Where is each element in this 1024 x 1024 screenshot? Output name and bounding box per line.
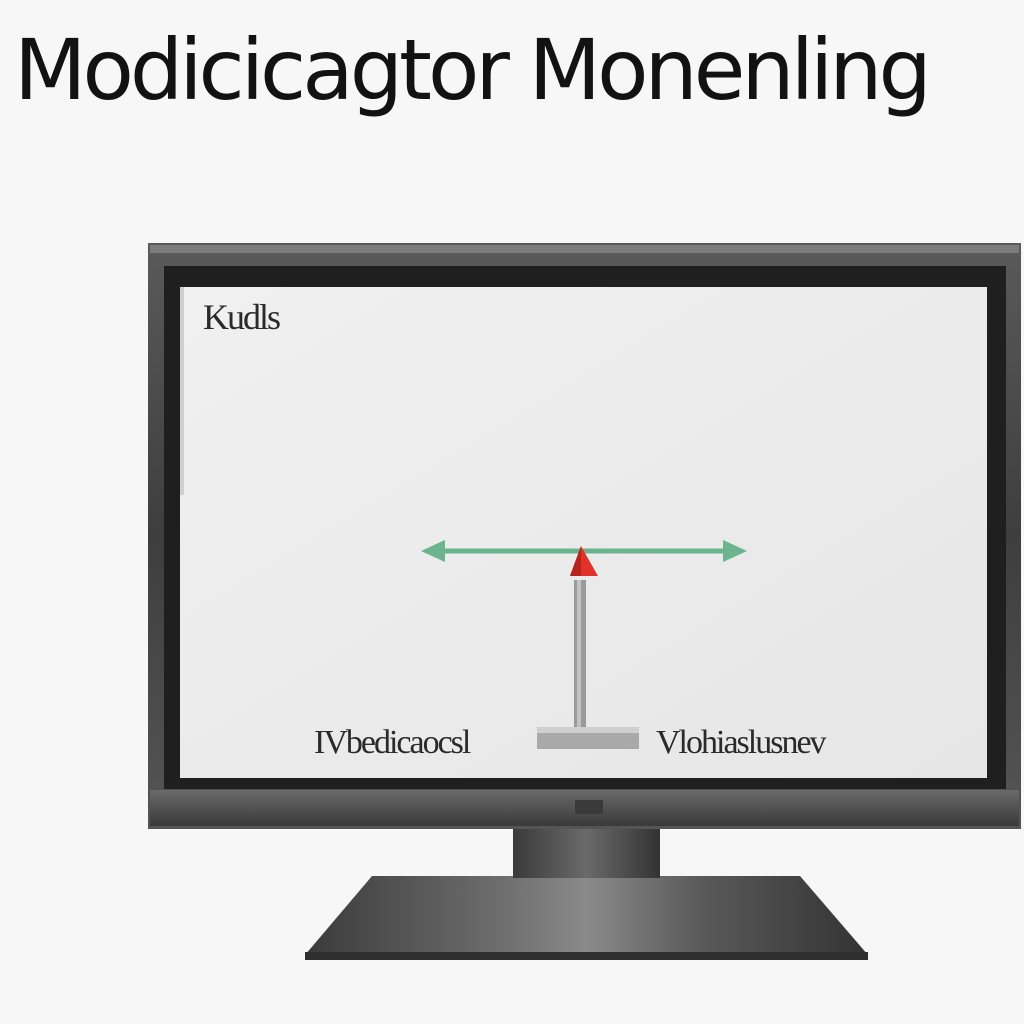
page-title: Modicicagtor Monenling	[14, 21, 932, 119]
screen-left-label: IVbedicaocsl	[314, 724, 471, 761]
screen-top-label: Kudls	[203, 297, 281, 337]
triangle-marker-icon	[570, 546, 598, 576]
monitor-stand	[305, 826, 868, 960]
pivot-post	[537, 580, 639, 749]
screen-right-label: Vlohiaslusnev	[656, 724, 827, 761]
